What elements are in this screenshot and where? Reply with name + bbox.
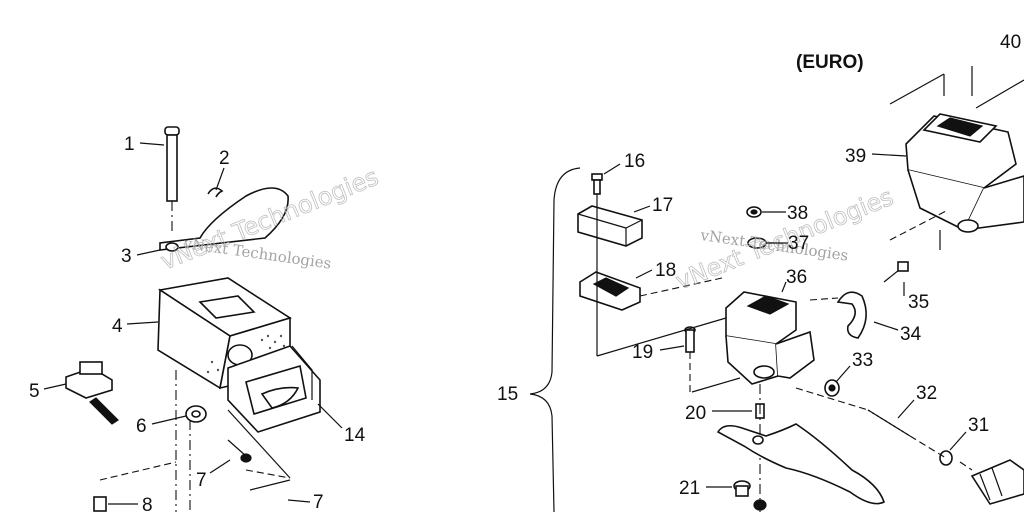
gasket-stipple [206,334,286,374]
euro-heading: (EURO) [796,52,864,73]
callout-33: 33 [852,350,873,371]
callout-8: 8 [142,495,153,512]
watermark-right: vNext Technologies vNext Technologies [671,182,897,296]
callout-18: 18 [655,260,676,281]
brake-lever [716,423,885,505]
watermark-left: vNext Technologies vNext Technologies [156,162,382,276]
callout-3: 3 [121,246,132,267]
part-21-pivot [733,480,767,511]
part-36-master-cylinder [725,291,815,385]
part-35-bolt [883,261,909,283]
callout-40: 40 [1000,32,1021,53]
part-39-euro-cylinder [905,113,1024,233]
part-1-bolt [164,126,180,232]
callouts: 1 2 3 4 5 6 7 7 8 14 15 16 17 18 19 20 2… [29,32,1021,512]
callout-36: 36 [786,267,807,288]
part-31-washer [939,450,953,466]
part-38-washer [746,206,762,218]
part-33-washer [824,379,840,397]
callout-20: 20 [685,403,706,424]
part-18-diaphragm [579,271,641,311]
part-5-switch [65,361,119,425]
part-3-lever [159,187,289,252]
part-32-spring [867,409,911,437]
right-guide-lines [596,194,973,471]
piston [970,459,1024,505]
callout-1: 1 [124,134,135,155]
callout-37: 37 [788,233,809,254]
callout-4: 4 [112,316,123,337]
callout-38: 38 [787,203,808,224]
part-34-clamp [836,291,867,339]
part-16-screw [591,173,603,195]
callout-35: 35 [908,292,929,313]
bracket-15 [529,167,581,512]
callout-6: 6 [136,416,147,437]
callout-19: 19 [632,342,653,363]
left-guide-lines [99,370,291,512]
part-7-screw [227,439,252,463]
callout-7a: 7 [196,470,207,491]
callout-14: 14 [344,425,366,446]
callout-16: 16 [624,151,645,172]
callout-5: 5 [29,381,40,402]
part-19-pin [684,326,696,392]
callout-34: 34 [900,324,922,345]
euro-guide-lines [889,66,1024,250]
callout-21: 21 [679,478,700,499]
callout-2: 2 [219,148,230,169]
callout-17: 17 [652,195,673,216]
part-14-cover [227,345,321,433]
part-2-clip [207,187,224,198]
part-6-washer [185,405,207,423]
callout-15: 15 [497,384,518,405]
callout-31: 31 [968,415,989,436]
callout-32: 32 [916,383,937,404]
callout-39: 39 [845,146,866,167]
part-8-nut [93,496,107,512]
part-17-cap [577,205,643,247]
callout-7b: 7 [313,492,324,512]
